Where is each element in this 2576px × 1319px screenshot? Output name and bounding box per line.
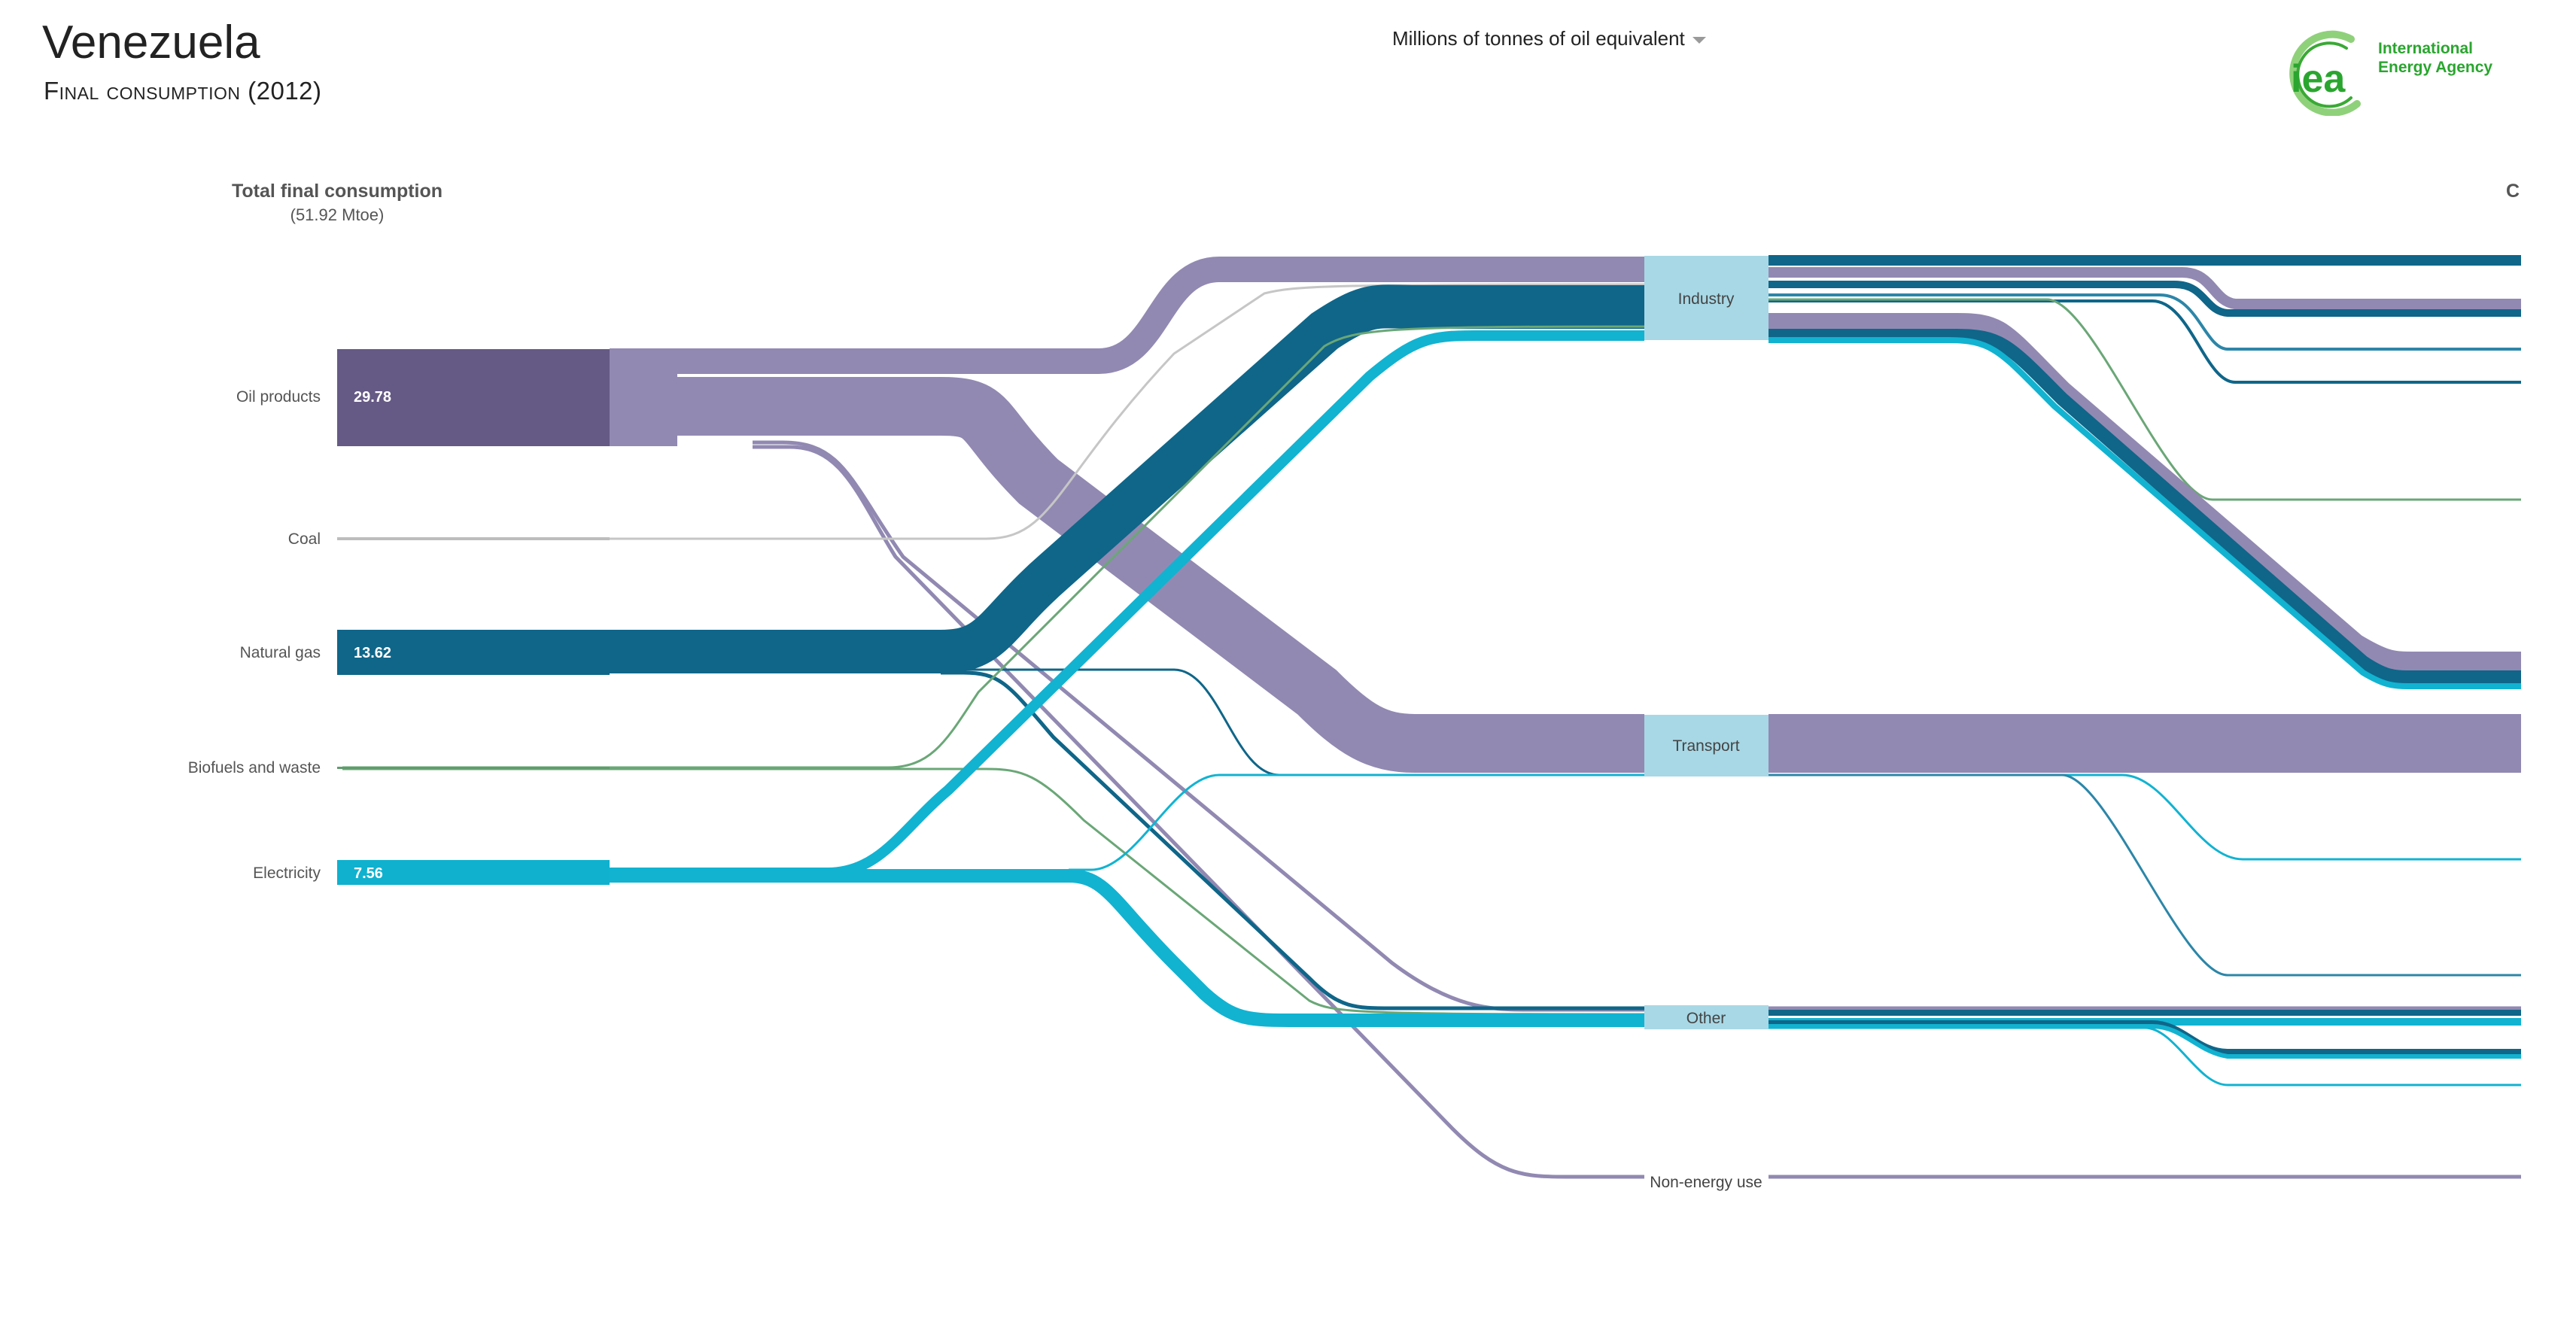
flow-elec-transport [1069, 773, 1644, 871]
sector-label-industry: Industry [1678, 290, 1735, 308]
node-coal [337, 537, 610, 540]
source-value-electricity: 7.56 [354, 865, 383, 882]
node-oil-products-light [610, 349, 677, 446]
flow-industry-out-7 [1769, 313, 2521, 673]
flow-industry-out-9 [1769, 337, 2521, 689]
flow-bio-industry [342, 325, 1645, 769]
flow-oil-nonenergy [753, 445, 1644, 1179]
flow-gas-other [941, 670, 1644, 1011]
logo-text: International Energy Agency [2378, 39, 2492, 77]
flow-elec-other [610, 869, 1644, 1027]
flows [342, 255, 2521, 1179]
sector-nodes [1644, 256, 1769, 1029]
flow-industry-out-3 [1769, 281, 2521, 317]
flow-oil-transport [610, 377, 1644, 773]
node-oil-products [337, 349, 610, 446]
flow-industry-out-8 [1769, 329, 2521, 684]
flow-gas-transport [941, 668, 1644, 777]
page-title: Venezuela [42, 17, 260, 68]
left-column-subtitle: (51.92 Mtoe) [290, 205, 385, 224]
flow-other-out-6 [1769, 1026, 2521, 1087]
source-label-coal: Coal [288, 530, 321, 548]
logo-mark: iea [2291, 57, 2346, 101]
node-electricity [337, 860, 610, 885]
flow-oil-industry [610, 257, 1644, 374]
logo-text-line2: Energy Agency [2378, 59, 2493, 77]
flow-other-out-5 [1769, 1024, 2521, 1059]
page-subtitle: Final consumption (2012) [44, 77, 322, 105]
node-other [1644, 1005, 1769, 1029]
source-label-gas: Natural gas [240, 644, 321, 661]
source-label-electricity: Electricity [253, 865, 321, 882]
unit-dropdown[interactable]: Millions of tonnes of oil equivalent [1392, 27, 1706, 50]
node-industry [1644, 256, 1769, 340]
iea-logo: iea [2289, 30, 2361, 116]
flow-gas-industry [610, 284, 1644, 673]
flow-industry-out-4 [1769, 293, 2521, 351]
chevron-down-icon [1692, 37, 1706, 44]
flow-transport-out-2 [1769, 773, 2521, 861]
node-biofuels [337, 767, 610, 769]
source-label-biofuels: Biofuels and waste [188, 759, 321, 777]
flow-elec-industry [610, 330, 1644, 878]
source-nodes [337, 349, 677, 885]
sector-label-transport: Transport [1672, 737, 1739, 755]
source-value-oil: 29.78 [354, 389, 391, 406]
left-column-title: Total final consumption [232, 181, 443, 202]
logo-text-line1: International [2378, 40, 2474, 57]
sector-label-nonenergy: Non-energy use [1650, 1174, 1762, 1191]
source-label-oil: Oil products [236, 388, 321, 406]
flow-industry-out-2 [1769, 267, 2521, 309]
node-natural-gas [337, 630, 610, 675]
flow-coal-industry [342, 283, 1645, 540]
flow-industry-out-6 [1769, 298, 2521, 501]
sector-label-other: Other [1686, 1010, 1726, 1027]
flow-transport-out-3 [1769, 773, 2521, 977]
flow-bio-other [342, 767, 1645, 1016]
node-transport [1644, 715, 1769, 777]
right-column-title: C [2506, 181, 2520, 202]
flow-industry-out-5 [1769, 299, 2521, 384]
source-value-gas: 13.62 [354, 645, 391, 661]
unit-dropdown-label: Millions of tonnes of oil equivalent [1392, 27, 1685, 50]
